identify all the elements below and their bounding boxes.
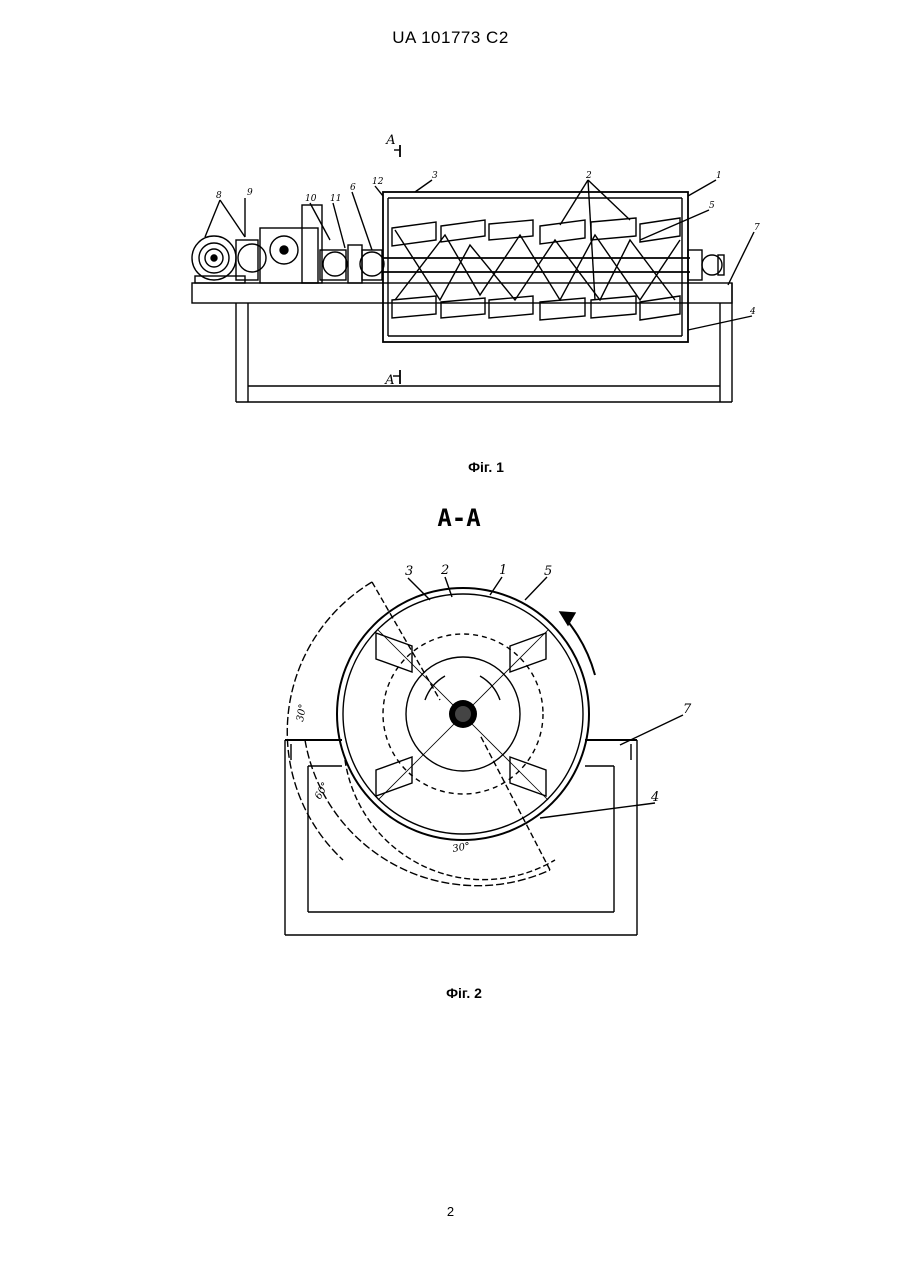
figure-2-caption: Фіг. 2 [404,985,524,1001]
fig1-label-9: 9 [247,188,253,198]
fig1-label-1: 1 [716,171,722,181]
fig1-label-11: 11 [330,194,341,204]
figure-1-caption: Фіг. 1 [426,459,546,475]
fig1-label-12: 12 [372,177,384,187]
section-marker-top: А [385,133,396,148]
angle-label-3: 30° [452,841,471,855]
fig2-label-3: 3 [405,564,413,579]
angle-label-2: 60° [313,781,331,802]
fig1-label-2: 2 [585,171,592,181]
figure-1-drawing: 8 9 10 11 6 12 3 2 1 5 7 4 А А [0,0,901,460]
fig2-label-2: 2 [440,563,449,578]
fig2-label-5: 5 [544,564,552,579]
section-marker-bottom: А [384,373,395,388]
fig2-label-1: 1 [499,563,507,578]
page-number: 2 [0,1204,901,1219]
fig2-label-4: 4 [650,790,659,805]
angle-label-1: 30° [295,703,309,722]
fig1-label-6: 6 [350,183,356,193]
figure-2-drawing: 3 2 1 5 7 4 30° 60° 30° [0,550,901,970]
fig1-label-4: 4 [749,307,756,317]
fig1-label-10: 10 [305,194,317,204]
fig1-label-8: 8 [216,191,222,201]
fig1-label-7: 7 [754,223,760,233]
figure-2-section-title: А-А [399,504,519,532]
fig2-label-7: 7 [683,702,692,717]
fig1-label-3: 3 [432,171,438,181]
fig1-label-5: 5 [709,201,715,211]
